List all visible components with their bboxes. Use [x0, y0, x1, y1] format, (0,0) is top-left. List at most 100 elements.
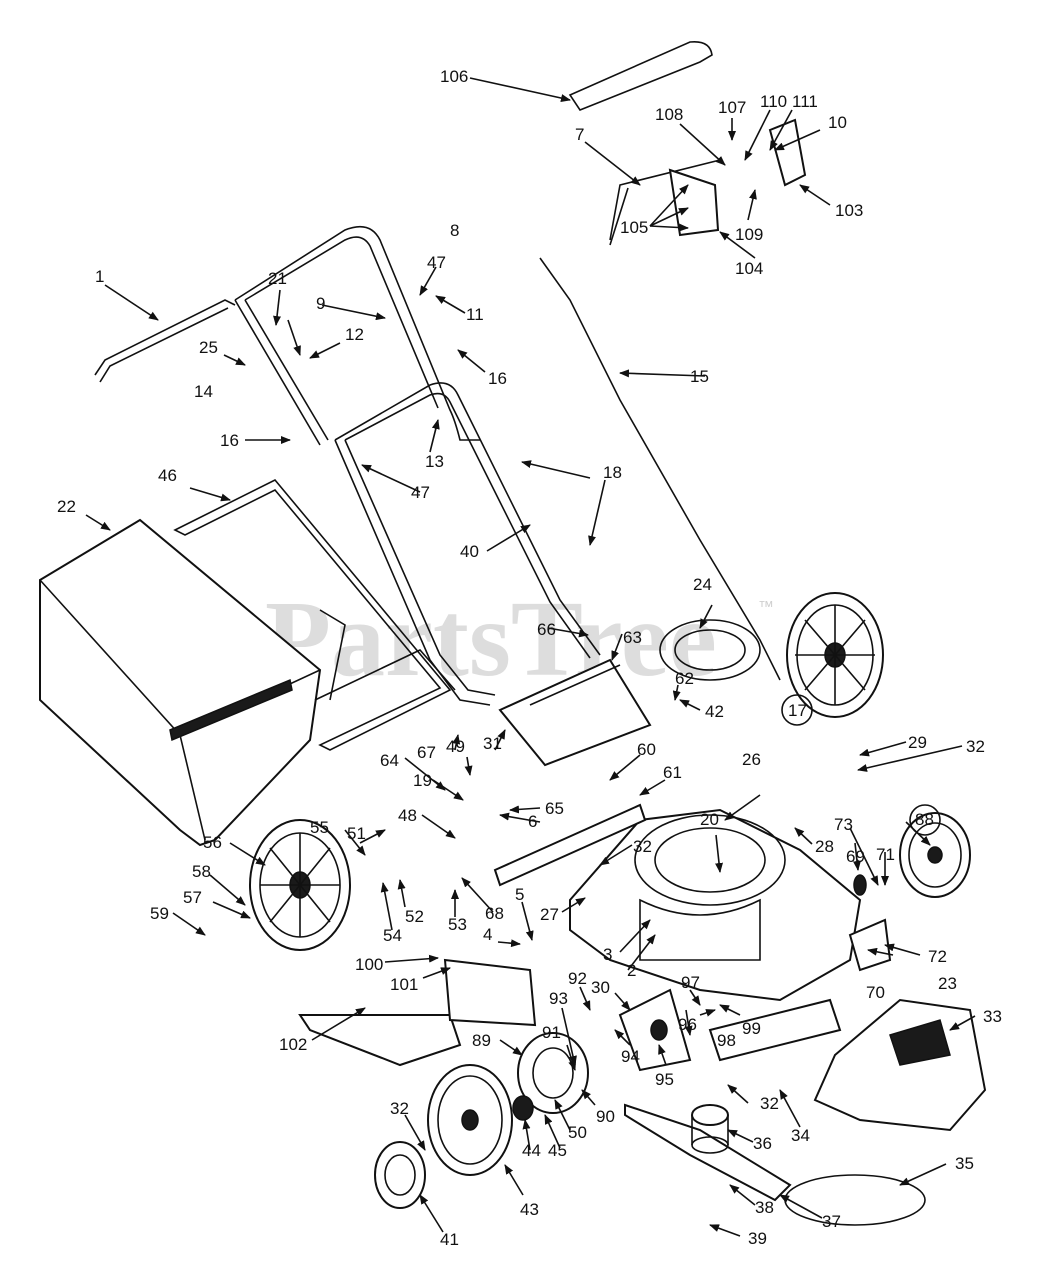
callout-103: 103 [835, 201, 863, 220]
callout-107: 107 [718, 98, 746, 117]
callout-42: 42 [705, 702, 724, 721]
callout-13: 13 [425, 452, 444, 471]
watermark-text: PartsTree [265, 580, 717, 699]
operator-bail [94, 299, 236, 383]
callout-35: 35 [955, 1154, 974, 1173]
callout-59: 59 [150, 904, 169, 923]
callout-50: 50 [568, 1123, 587, 1142]
callout-15: 15 [690, 367, 709, 386]
callout-51: 51 [347, 824, 366, 843]
callout-70: 70 [866, 983, 885, 1002]
callout-99: 99 [742, 1019, 761, 1038]
callout-72: 72 [928, 947, 947, 966]
circle-17 [781, 694, 813, 726]
callout-49: 49 [446, 737, 465, 756]
deck-cover [813, 998, 987, 1132]
callout-16-upper: 16 [488, 369, 507, 388]
callout-4: 4 [483, 925, 492, 944]
callout-66: 66 [537, 620, 556, 639]
callout-18: 18 [603, 463, 622, 482]
callout-104: 104 [735, 259, 763, 278]
callout-47-upper: 47 [427, 253, 446, 272]
mulch-plug [298, 1014, 462, 1067]
callout-106: 106 [440, 67, 468, 86]
callout-102: 102 [279, 1035, 307, 1054]
callout-94: 94 [621, 1047, 640, 1066]
callout-7: 7 [575, 125, 584, 144]
callout-32-hub: 32 [390, 1099, 409, 1118]
callout-17: 17 [788, 701, 807, 720]
callout-25: 25 [199, 338, 218, 357]
control-cable [539, 257, 781, 681]
rear-shield [493, 803, 647, 887]
callout-67: 67 [417, 743, 436, 762]
callout-54: 54 [383, 926, 402, 945]
callout-47-lower: 47 [411, 483, 430, 502]
callout-5: 5 [515, 885, 524, 904]
callout-9-handle: 9 [316, 294, 325, 313]
callout-1: 1 [95, 267, 104, 286]
callout-11: 11 [466, 305, 484, 324]
callout-32-bracket: 32 [966, 737, 985, 756]
callout-28: 28 [815, 837, 834, 856]
front-wheel [427, 1064, 513, 1176]
callout-89: 89 [472, 1031, 491, 1050]
handle-top-assembly [568, 40, 807, 246]
callout-30: 30 [591, 978, 610, 997]
rear-wheel-left [249, 819, 351, 951]
callout-8: 8 [450, 221, 459, 240]
callout-27: 27 [540, 905, 559, 924]
front-axle-bracket [848, 874, 892, 972]
callout-95: 95 [655, 1070, 674, 1089]
callout-55: 55 [310, 818, 329, 837]
callout-62: 62 [675, 669, 694, 688]
lower-handle [334, 382, 601, 706]
callout-3: 3 [603, 945, 612, 964]
callout-43: 43 [520, 1200, 539, 1219]
callout-40: 40 [460, 542, 479, 561]
blade-adapter [691, 1104, 729, 1154]
callout-10: 10 [828, 113, 847, 132]
callout-37: 37 [822, 1212, 841, 1231]
callout-23: 23 [938, 974, 957, 993]
callout-58: 58 [192, 862, 211, 881]
callout-64: 64 [380, 751, 399, 770]
watermark: PartsTree ™ [265, 580, 774, 699]
callout-91: 91 [542, 1023, 561, 1042]
callout-39: 39 [748, 1229, 767, 1248]
callout-111: 111 [792, 92, 818, 111]
callout-45: 45 [548, 1141, 567, 1160]
callout-48: 48 [398, 806, 417, 825]
callout-32-skirt: 32 [760, 1094, 779, 1113]
callout-19: 19 [413, 771, 432, 790]
callout-41: 41 [440, 1230, 459, 1249]
parts-artwork [39, 40, 987, 1226]
callout-29: 29 [908, 733, 927, 752]
callout-6: 6 [528, 812, 537, 831]
callout-12: 12 [345, 325, 364, 344]
callout-100: 100 [355, 955, 383, 974]
hubcap [374, 1141, 426, 1209]
callout-34: 34 [791, 1126, 810, 1145]
callout-63: 63 [623, 628, 642, 647]
callout-73: 73 [834, 815, 853, 834]
callout-21: 21 [268, 269, 287, 288]
callout-20: 20 [700, 810, 719, 829]
baffle-ring [659, 619, 761, 681]
callout-97: 97 [681, 973, 700, 992]
callout-71: 71 [876, 845, 895, 864]
callout-24: 24 [693, 575, 712, 594]
callout-2: 2 [627, 961, 636, 980]
transmission [618, 988, 692, 1072]
callout-46: 46 [158, 466, 177, 485]
callout-110: 110 [760, 92, 787, 111]
callout-60: 60 [637, 740, 656, 759]
callout-105: 105 [620, 218, 648, 237]
callout-22: 22 [57, 497, 76, 516]
drive-pulley [512, 1032, 589, 1121]
callout-33: 33 [983, 1007, 1002, 1026]
rear-wheel-right [786, 592, 884, 718]
callout-53: 53 [448, 915, 467, 934]
discharge-door [443, 958, 537, 1027]
callout-14: 14 [194, 382, 213, 401]
